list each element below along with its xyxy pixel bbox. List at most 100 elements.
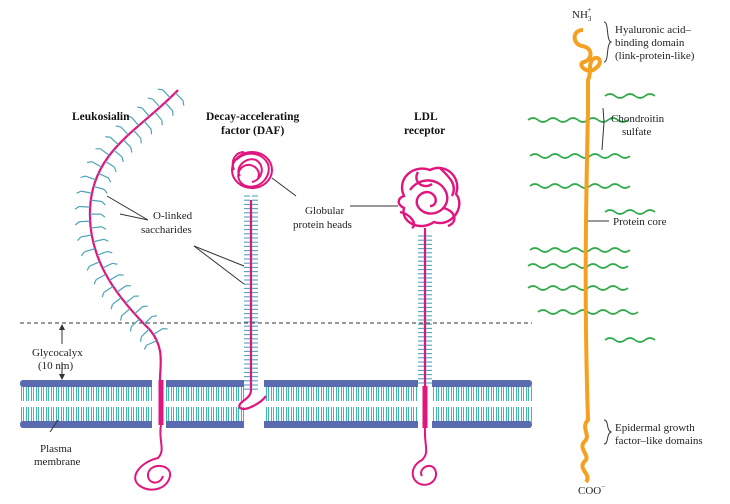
chondroitin-sulfate-chain xyxy=(527,263,629,269)
o-linked-saccharide-branch xyxy=(80,190,93,194)
o-linked-saccharide-fork xyxy=(80,251,85,257)
o-linked-saccharide-fork xyxy=(101,292,105,298)
membrane-tails-lower xyxy=(20,406,532,422)
label-chondroitin-line1: Chondroitin xyxy=(611,113,665,125)
o-linked-saccharide-branch xyxy=(143,315,153,325)
label-plasma-line1: Plasma xyxy=(40,443,72,455)
o-linked-saccharide-branch xyxy=(125,295,135,304)
o-linked-saccharide-branch xyxy=(154,111,163,121)
o-linked-saccharide-branch xyxy=(108,274,120,281)
o-linked-saccharide-fork xyxy=(147,97,153,100)
o-linked-saccharide-branch xyxy=(91,161,102,168)
ldl-receptor-cytoplasmic-tail xyxy=(411,427,438,486)
o-linked-saccharide-fork xyxy=(101,201,106,206)
o-linked-saccharide-fork xyxy=(74,206,80,210)
protein-core-chain xyxy=(572,28,602,484)
o-linked-saccharide-branch xyxy=(122,139,132,148)
o-linked-saccharide-branch xyxy=(80,234,92,238)
chondroitin-sulfate-chain xyxy=(604,337,656,343)
label-glycocalyx-line2: (10 nm) xyxy=(38,360,73,372)
o-linked-saccharide-fork xyxy=(86,265,91,271)
o-linked-saccharide-branch xyxy=(121,308,131,317)
o-linked-saccharide-fork xyxy=(143,344,148,350)
o-linked-saccharide-branch xyxy=(96,250,108,256)
o-linked-saccharide-fork xyxy=(129,326,132,332)
o-linked-saccharide-fork xyxy=(112,262,118,265)
daf-globular-head xyxy=(231,151,273,189)
proteoglycan xyxy=(527,21,656,484)
olinked-leader-daf-2 xyxy=(193,245,245,267)
o-linked-saccharide-fork xyxy=(76,190,82,194)
plasma-membrane-leader xyxy=(49,419,59,433)
daf-o-linked-saccharides xyxy=(244,195,258,390)
o-linked-saccharide-branch xyxy=(102,262,113,269)
title-ldl-line1: LDL xyxy=(414,111,438,123)
o-linked-saccharide-branch xyxy=(143,120,152,130)
o-linked-saccharide-branch xyxy=(120,126,129,136)
o-linked-saccharide-fork xyxy=(74,221,80,226)
o-linked-saccharide-fork xyxy=(121,156,124,163)
o-linked-saccharide-branch xyxy=(103,285,114,293)
chondroitin-sulfate-chain xyxy=(537,309,639,315)
o-linked-saccharide-fork xyxy=(100,213,106,218)
membrane-headgroups-inner xyxy=(20,421,532,428)
o-linked-saccharide-fork xyxy=(115,125,121,128)
o-linked-saccharide-branch xyxy=(100,148,110,156)
o-linked-saccharide-fork xyxy=(93,279,97,285)
o-linked-saccharide-fork xyxy=(105,136,111,138)
o-linked-saccharide-branch xyxy=(141,107,150,117)
chondroitin-sulfate-chain xyxy=(529,183,631,189)
o-linked-saccharide-fork xyxy=(107,177,112,183)
olinked-leader-leukosialin xyxy=(106,195,149,221)
o-linked-saccharide-branch xyxy=(90,226,102,229)
label-chondroitin-line2: sulfate xyxy=(622,126,651,138)
plasma-membrane-bilayer xyxy=(20,378,532,430)
o-linked-saccharide-branch xyxy=(84,248,96,253)
o-linked-saccharide-branch xyxy=(140,328,150,338)
o-linked-saccharide-branch xyxy=(133,129,142,139)
o-linked-saccharide-fork xyxy=(107,250,113,254)
o-linked-saccharide-fork xyxy=(101,226,107,230)
o-linked-saccharide-fork xyxy=(119,315,123,321)
o-linked-saccharide-branch xyxy=(112,297,122,305)
o-linked-saccharide-branch xyxy=(98,172,109,179)
label-olinked-line1: O-linked xyxy=(153,210,193,222)
egf-brace xyxy=(603,419,613,445)
o-linked-saccharide-branch xyxy=(93,185,105,190)
chondroitin-sulfate-chain xyxy=(527,285,629,291)
chondroitin-leader xyxy=(601,107,605,151)
leukosialin-chain xyxy=(88,89,179,381)
olinked-leader-leukosialin-2 xyxy=(119,213,149,221)
o-linked-saccharide-fork xyxy=(182,100,185,106)
title-leukosialin: Leukosialin xyxy=(72,111,130,123)
o-linked-saccharide-fork xyxy=(139,336,142,342)
chondroitin-sulfate-chain xyxy=(529,247,631,253)
o-linked-saccharide-fork xyxy=(77,236,82,242)
leader-lines xyxy=(49,177,398,433)
label-globular-line1: Globular xyxy=(305,205,344,217)
o-linked-saccharide-branch xyxy=(89,261,100,267)
ldl-receptor-globular-head xyxy=(397,166,461,229)
label-plasma-line2: membrane xyxy=(34,456,81,468)
o-linked-saccharide-branch xyxy=(162,89,171,99)
o-linked-saccharide-branch xyxy=(109,136,119,146)
o-linked-saccharide-branch xyxy=(92,238,104,243)
o-linked-saccharide-fork xyxy=(110,304,114,310)
o-linked-saccharide-branch xyxy=(174,92,184,102)
daf-stalk xyxy=(238,200,267,410)
o-linked-saccharide-branch xyxy=(146,340,158,346)
chondroitin-sulfate-chain xyxy=(604,93,656,99)
o-linked-saccharide-branch xyxy=(79,205,91,208)
membrane-headgroups-outer xyxy=(20,380,532,387)
olinked-leader-daf xyxy=(193,245,245,285)
chondroitin-sulfate-chain xyxy=(527,117,629,123)
glycocalyx-arrowhead-up xyxy=(59,324,65,330)
o-linked-saccharide-fork xyxy=(151,315,158,318)
o-linked-saccharide-fork xyxy=(80,175,86,179)
o-linked-saccharide-branch xyxy=(153,328,163,336)
chondroitin-sulfate-chains xyxy=(527,93,656,343)
o-linked-saccharide-branch xyxy=(116,285,127,293)
o-linked-saccharide-branch xyxy=(134,306,144,315)
o-linked-saccharide-branch xyxy=(130,318,140,327)
